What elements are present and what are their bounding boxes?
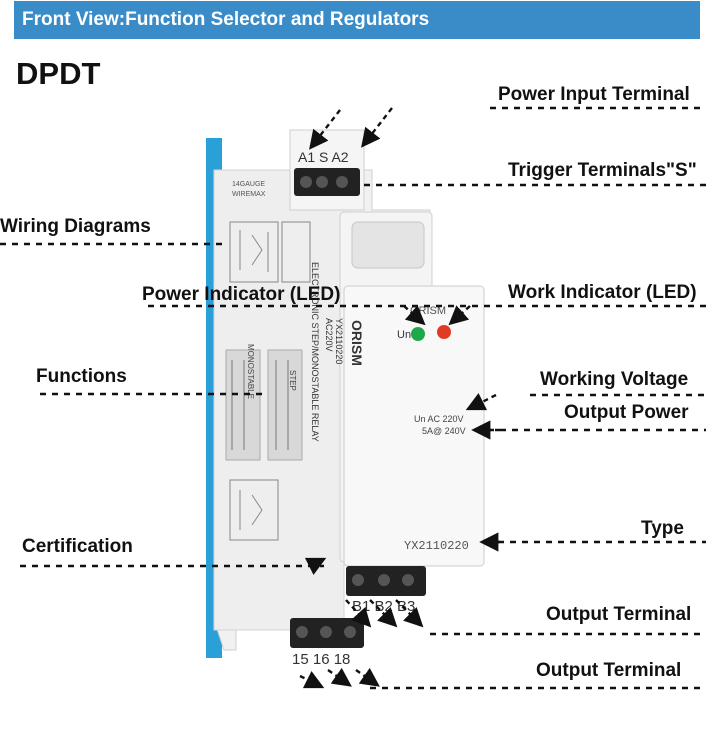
page-title: DPDT — [16, 56, 101, 91]
label-functions: Functions — [36, 366, 127, 387]
label-power-input-terminal: Power Input Terminal — [498, 84, 690, 105]
svg-text:MONOSTABLE: MONOSTABLE — [246, 344, 255, 399]
svg-text:Un: Un — [397, 329, 411, 341]
svg-text:WIREMAX: WIREMAX — [232, 191, 266, 198]
label-work-indicator: Work Indicator (LED) — [508, 282, 697, 303]
svg-text:STEP: STEP — [288, 370, 297, 391]
label-output-power: Output Power — [564, 402, 689, 423]
window — [351, 221, 425, 269]
label-certification: Certification — [22, 536, 133, 557]
svg-text:14GAUGE: 14GAUGE — [232, 181, 265, 188]
power-led — [411, 327, 425, 341]
function-panels — [225, 349, 303, 461]
label-output-terminal-lower: Output Terminal — [536, 660, 682, 681]
label-trigger-terminals: Trigger Terminals"S" — [508, 160, 697, 181]
label-wiring-diagrams: Wiring Diagrams — [0, 216, 151, 237]
svg-text:ORISM: ORISM — [349, 320, 365, 366]
svg-text:AC220V: AC220V — [324, 318, 334, 352]
svg-text:YX2110220: YX2110220 — [334, 318, 344, 364]
top-terminal-label: A1 S A2 — [298, 149, 349, 165]
svg-text:15 16 18: 15 16 18 — [292, 651, 350, 668]
svg-text:Un AC 220V: Un AC 220V — [414, 414, 464, 424]
svg-text:ELECTRONIC STEP/MONOSTABLE REL: ELECTRONIC STEP/MONOSTABLE RELAY — [310, 262, 320, 442]
label-power-indicator: Power Indicator (LED) — [142, 284, 341, 305]
svg-text:YX2110220: YX2110220 — [404, 539, 469, 553]
wiring-diagram — [229, 221, 311, 541]
header-banner: Front View:Function Selector and Regulat… — [14, 1, 700, 39]
label-working-voltage: Working Voltage — [540, 369, 689, 390]
label-output-terminal-upper: Output Terminal — [546, 604, 692, 625]
label-type: Type — [641, 518, 684, 539]
svg-text:5A@ 240V: 5A@ 240V — [422, 426, 466, 436]
work-led — [437, 325, 451, 339]
